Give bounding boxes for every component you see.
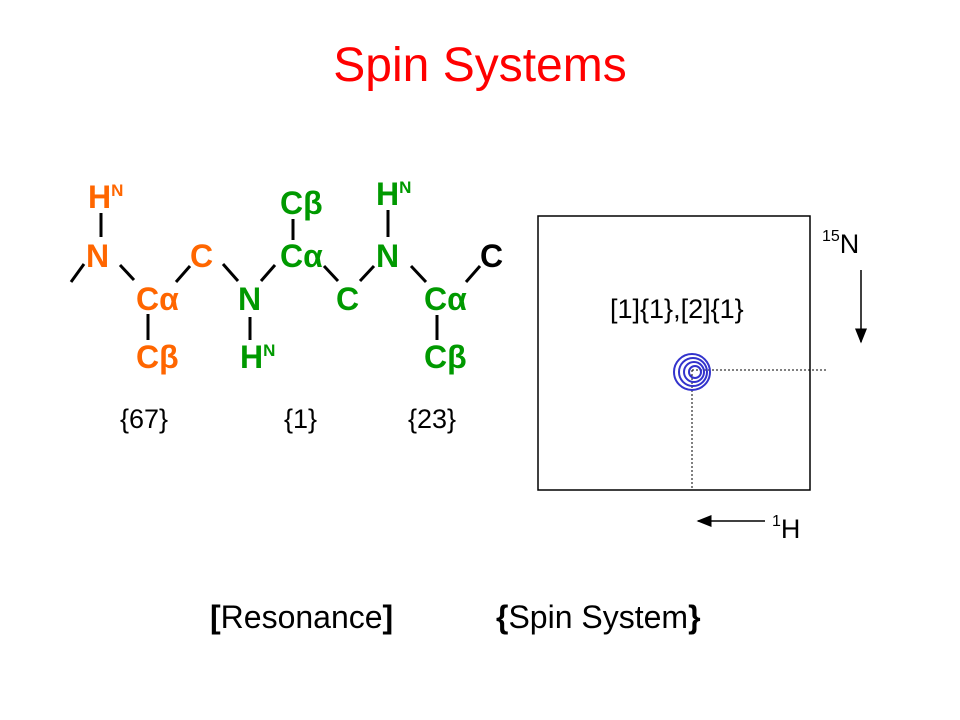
atom-cb-right: Cβ (424, 339, 467, 375)
bond-n-ca-right (409, 264, 428, 284)
atom-hn-mid: HN (240, 339, 275, 375)
atom-ca-left: Cα (136, 281, 179, 317)
page-title: Spin Systems (333, 39, 627, 92)
bond-c-n-right (358, 264, 376, 283)
atom-n-right: N (376, 238, 399, 274)
bond-ca-c-right (464, 265, 482, 283)
spin-system-legend: {Spin System} (496, 599, 701, 635)
atom-n-mid: N (238, 281, 261, 317)
atom-c-mid: C (336, 281, 359, 317)
bond-n-ca-left (118, 263, 136, 282)
n-axis-label: 15N (822, 228, 859, 259)
atom-ca-right: Cα (424, 281, 467, 317)
hsqc-spectrum: [1]{1},[2]{1} 15N 1H (537, 215, 867, 544)
peak-contour (678, 357, 708, 387)
atom-c-left: C (190, 238, 213, 274)
atom-cb-mid: Cβ (280, 185, 323, 221)
bond-ca-c-mid (322, 264, 340, 283)
peak-contour (683, 361, 705, 383)
molecule-atoms: HN N C Cα Cβ N HN Cβ Cα C HN N Cα Cβ C (86, 176, 503, 375)
bond-n-ca-mid (259, 264, 277, 282)
atom-n-left: N (86, 238, 109, 274)
peak-contours (673, 353, 711, 391)
atom-c-right: C (480, 238, 503, 274)
peak-contour (673, 353, 711, 391)
peak-label: [1]{1},[2]{1} (610, 294, 744, 324)
atom-hn-right: HN (376, 176, 411, 212)
peak-contour (688, 365, 702, 379)
atom-hn-left: HN (88, 179, 123, 215)
resonance-legend: [Resonance] (210, 599, 393, 635)
atom-ca-mid: Cα (280, 238, 323, 274)
spin-system-label: {23} (408, 404, 456, 434)
spin-system-label: {67} (120, 404, 168, 434)
atom-cb-left: Cβ (136, 339, 179, 375)
spin-system-labels: {67} {1} {23} (120, 404, 456, 434)
notation-legend: [Resonance] {Spin System} (210, 599, 701, 635)
h-axis-label: 1H (772, 513, 800, 544)
spin-system-label: {1} (284, 404, 317, 434)
spectrum-frame (537, 215, 811, 491)
bond-c-n-mid (221, 263, 240, 282)
bond-ca-c-left (174, 265, 192, 283)
bond-chain-start (69, 263, 86, 283)
molecule-bonds (69, 210, 482, 340)
